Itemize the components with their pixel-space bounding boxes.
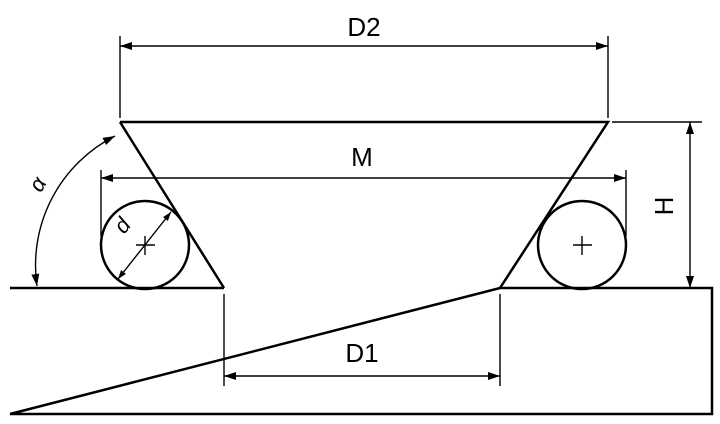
h-dimension [612,121,702,289]
alpha-angle-arc [31,135,116,287]
d2-dimension [119,36,609,118]
right-roller-center-mark [573,236,592,255]
m-dimension [100,170,627,236]
right-gauge-roller [536,199,628,291]
d1-label: D1 [345,338,378,368]
d2-label: D2 [347,12,380,42]
d1-dimension [223,294,501,386]
d-label: d [108,212,136,238]
dovetail-trapezoid [118,120,611,289]
h-label: H [649,197,679,216]
m-label: M [351,142,373,172]
d-diameter-line [117,211,172,280]
alpha-label: α [24,171,53,196]
